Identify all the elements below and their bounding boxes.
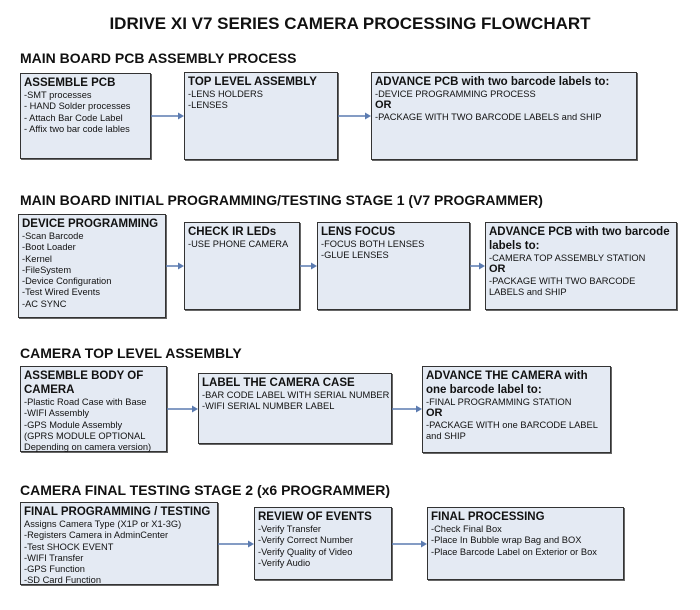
- process-box-title: FINAL PROGRAMMING / TESTING: [24, 506, 211, 518]
- process-box: ASSEMBLE PCB -SMT processes- HAND Solder…: [20, 73, 151, 159]
- process-step: -WIFI SERIAL NUMBER LABEL: [202, 401, 335, 412]
- process-box: DEVICE PROGRAMMING-Scan Barcode-Boot Loa…: [18, 214, 166, 318]
- process-step: -Verify Correct Number: [258, 535, 354, 546]
- arrowhead-icon: [192, 405, 198, 413]
- process-step: -SD Card Function: [24, 575, 101, 586]
- process-step: OR: [489, 263, 506, 276]
- process-step: OR: [375, 99, 392, 112]
- process-box-title: ASSEMBLE BODY OF CAMERA: [24, 370, 144, 396]
- process-step: -AC SYNC: [22, 298, 67, 309]
- process-box: ADVANCE THE CAMERA with one barcode labe…: [422, 366, 611, 453]
- arrowhead-icon: [311, 262, 317, 270]
- arrowhead-icon: [248, 540, 254, 548]
- process-step: -Boot Loader: [22, 242, 76, 253]
- process-step: (GPRS MODULE OPTIONAL: [24, 430, 146, 441]
- process-box: REVIEW OF EVENTS-Verify Transfer-Verify …: [254, 507, 392, 580]
- process-step: -WIFI Assembly: [24, 408, 90, 419]
- process-step: OR: [426, 407, 443, 420]
- process-step: -Verify Audio: [258, 557, 311, 568]
- process-box-title: ASSEMBLE PCB: [24, 77, 116, 89]
- process-step: -Plastic Road Case with Base: [24, 397, 147, 407]
- process-step: -Kernel: [22, 253, 52, 264]
- process-box: LABEL THE CAMERA CASE-BAR CODE LABEL WIT…: [198, 373, 392, 444]
- process-box: TOP LEVEL ASSEMBLY-LENS HOLDERS-LENSES: [184, 72, 338, 160]
- arrowhead-icon: [178, 262, 184, 270]
- process-box: CHECK IR LEDs-USE PHONE CAMERA: [184, 222, 300, 310]
- process-step: -WIFI Transfer: [24, 552, 84, 563]
- process-step: -GPS Module Assembly: [24, 419, 123, 430]
- process-box: ASSEMBLE BODY OF CAMERA-Plastic Road Cas…: [20, 366, 167, 452]
- process-box-title: LABEL THE CAMERA CASE: [202, 377, 355, 389]
- process-step: -Registers Camera in AdminCenter: [24, 530, 169, 541]
- process-step: -Place In Bubble wrap Bag and BOX: [431, 535, 582, 546]
- process-box-title: REVIEW OF EVENTS: [258, 511, 372, 523]
- process-step: -Verify Quality of Video: [258, 546, 353, 557]
- section-heading: CAMERA FINAL TESTING STAGE 2 (x6 PROGRAM…: [20, 482, 390, 498]
- process-box-title: ADVANCE PCB with two barcode labels to:: [375, 76, 610, 88]
- arrowhead-icon: [421, 540, 427, 548]
- process-box: ADVANCE PCB with two barcode labels to:-…: [371, 72, 637, 160]
- section-heading: CAMERA TOP LEVEL ASSEMBLY: [20, 345, 242, 361]
- process-box-title: LENS FOCUS: [321, 226, 396, 238]
- process-step: -SMT processes: [24, 90, 92, 100]
- process-step: -FINAL PROGRAMMING STATION: [426, 397, 572, 407]
- process-box-title: ADVANCE THE CAMERA with one barcode labe…: [426, 370, 588, 396]
- process-step: -Test SHOCK EVENT: [24, 541, 114, 552]
- arrowhead-icon: [178, 112, 184, 120]
- process-step: -PACKAGE WITH TWO BARCODE LABELS and SHI…: [375, 111, 602, 122]
- process-step: -Scan Barcode: [22, 231, 84, 241]
- process-step: -Place Barcode Label on Exterior or Box: [431, 546, 597, 557]
- process-step: -USE PHONE CAMERA: [188, 239, 289, 249]
- process-box: ADVANCE PCB with two barcode labels to:-…: [485, 222, 677, 310]
- process-box: FINAL PROCESSING -Check Final Box-Place …: [427, 507, 624, 580]
- process-step: -PACKAGE WITH TWO BARCODE LABELS and SHI…: [489, 275, 636, 297]
- process-box-title: ADVANCE PCB with two barcode labels to:: [489, 226, 670, 252]
- section-heading: MAIN BOARD INITIAL PROGRAMMING/TESTING S…: [20, 192, 543, 208]
- process-step: -FileSystem: [22, 264, 72, 275]
- process-box-title: TOP LEVEL ASSEMBLY: [188, 76, 317, 88]
- arrowhead-icon: [416, 405, 422, 413]
- process-step: -LENS HOLDERS: [188, 89, 263, 99]
- process-step: -GLUE LENSES: [321, 250, 389, 261]
- process-step: -Test Wired Events: [22, 287, 101, 298]
- process-step: -Verify Transfer: [258, 524, 322, 534]
- process-step: Assigns Camera Type (X1P or X1-3G): [24, 519, 182, 529]
- process-box-title: DEVICE PROGRAMMING: [22, 218, 159, 230]
- process-step: -BAR CODE LABEL WITH SERIAL NUMBER: [202, 390, 390, 400]
- process-step: - HAND Solder processes: [24, 101, 131, 112]
- process-step: - Attach Bar Code Label: [24, 112, 123, 123]
- arrowhead-icon: [479, 262, 485, 270]
- process-step: -FOCUS BOTH LENSES: [321, 239, 425, 249]
- process-step: -GPS Function: [24, 564, 85, 575]
- process-box-title: FINAL PROCESSING: [431, 511, 545, 523]
- process-step: -DEVICE PROGRAMMING PROCESS: [375, 89, 536, 99]
- process-step: -Device Configuration: [22, 276, 112, 287]
- process-step: -PACKAGE WITH one BARCODE LABEL and SHIP: [426, 419, 598, 441]
- process-step: -CAMERA TOP ASSEMBLY STATION: [489, 253, 646, 263]
- process-box: LENS FOCUS-FOCUS BOTH LENSES-GLUE LENSES: [317, 222, 470, 310]
- process-step: -LENSES: [188, 100, 228, 111]
- section-heading: MAIN BOARD PCB ASSEMBLY PROCESS: [20, 50, 297, 66]
- process-step: -Check Final Box: [431, 524, 502, 534]
- page-title: IDRIVE XI V7 SERIES CAMERA PROCESSING FL…: [109, 14, 591, 33]
- arrowhead-icon: [365, 112, 371, 120]
- process-step: Depending on camera version): [24, 442, 152, 453]
- process-step: - Affix two bar code lables: [24, 123, 130, 134]
- process-box-title: CHECK IR LEDs: [188, 226, 277, 238]
